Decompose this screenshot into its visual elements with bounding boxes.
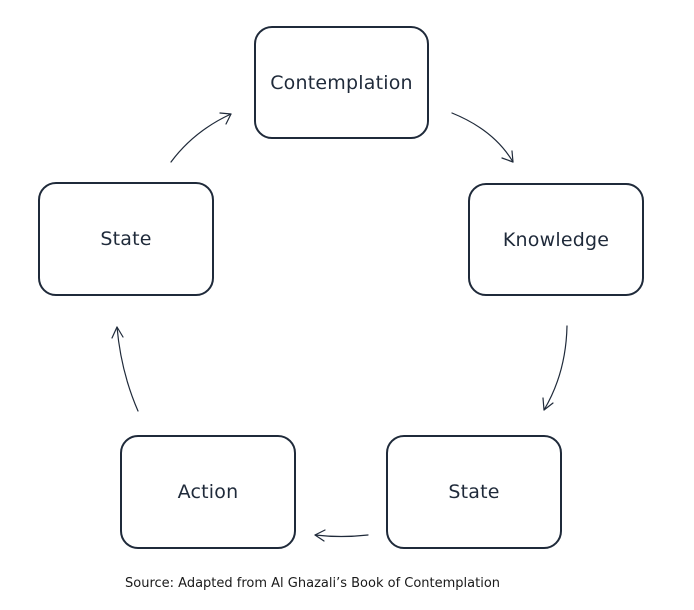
arrow-action-to-state	[111, 326, 139, 412]
node-knowledge: Knowledge	[468, 183, 644, 296]
node-action-label: Action	[177, 481, 239, 503]
arrow-contemplation-to-knowledge	[451, 112, 514, 163]
node-state-right: State	[386, 435, 562, 549]
node-contemplation: Contemplation	[254, 26, 429, 139]
node-state-left: State	[38, 182, 214, 296]
arrow-knowledge-to-state	[542, 325, 568, 411]
node-state-left-label: State	[100, 228, 152, 250]
node-state-right-label: State	[448, 481, 500, 503]
arrow-state-to-contemplation	[170, 112, 232, 163]
node-knowledge-label: Knowledge	[502, 228, 610, 251]
node-contemplation-label: Contemplation	[270, 71, 413, 94]
arrow-state-to-action	[314, 529, 369, 542]
node-action: Action	[120, 435, 296, 549]
source-caption: Source: Adapted from Al Ghazali’s Book o…	[125, 576, 501, 591]
